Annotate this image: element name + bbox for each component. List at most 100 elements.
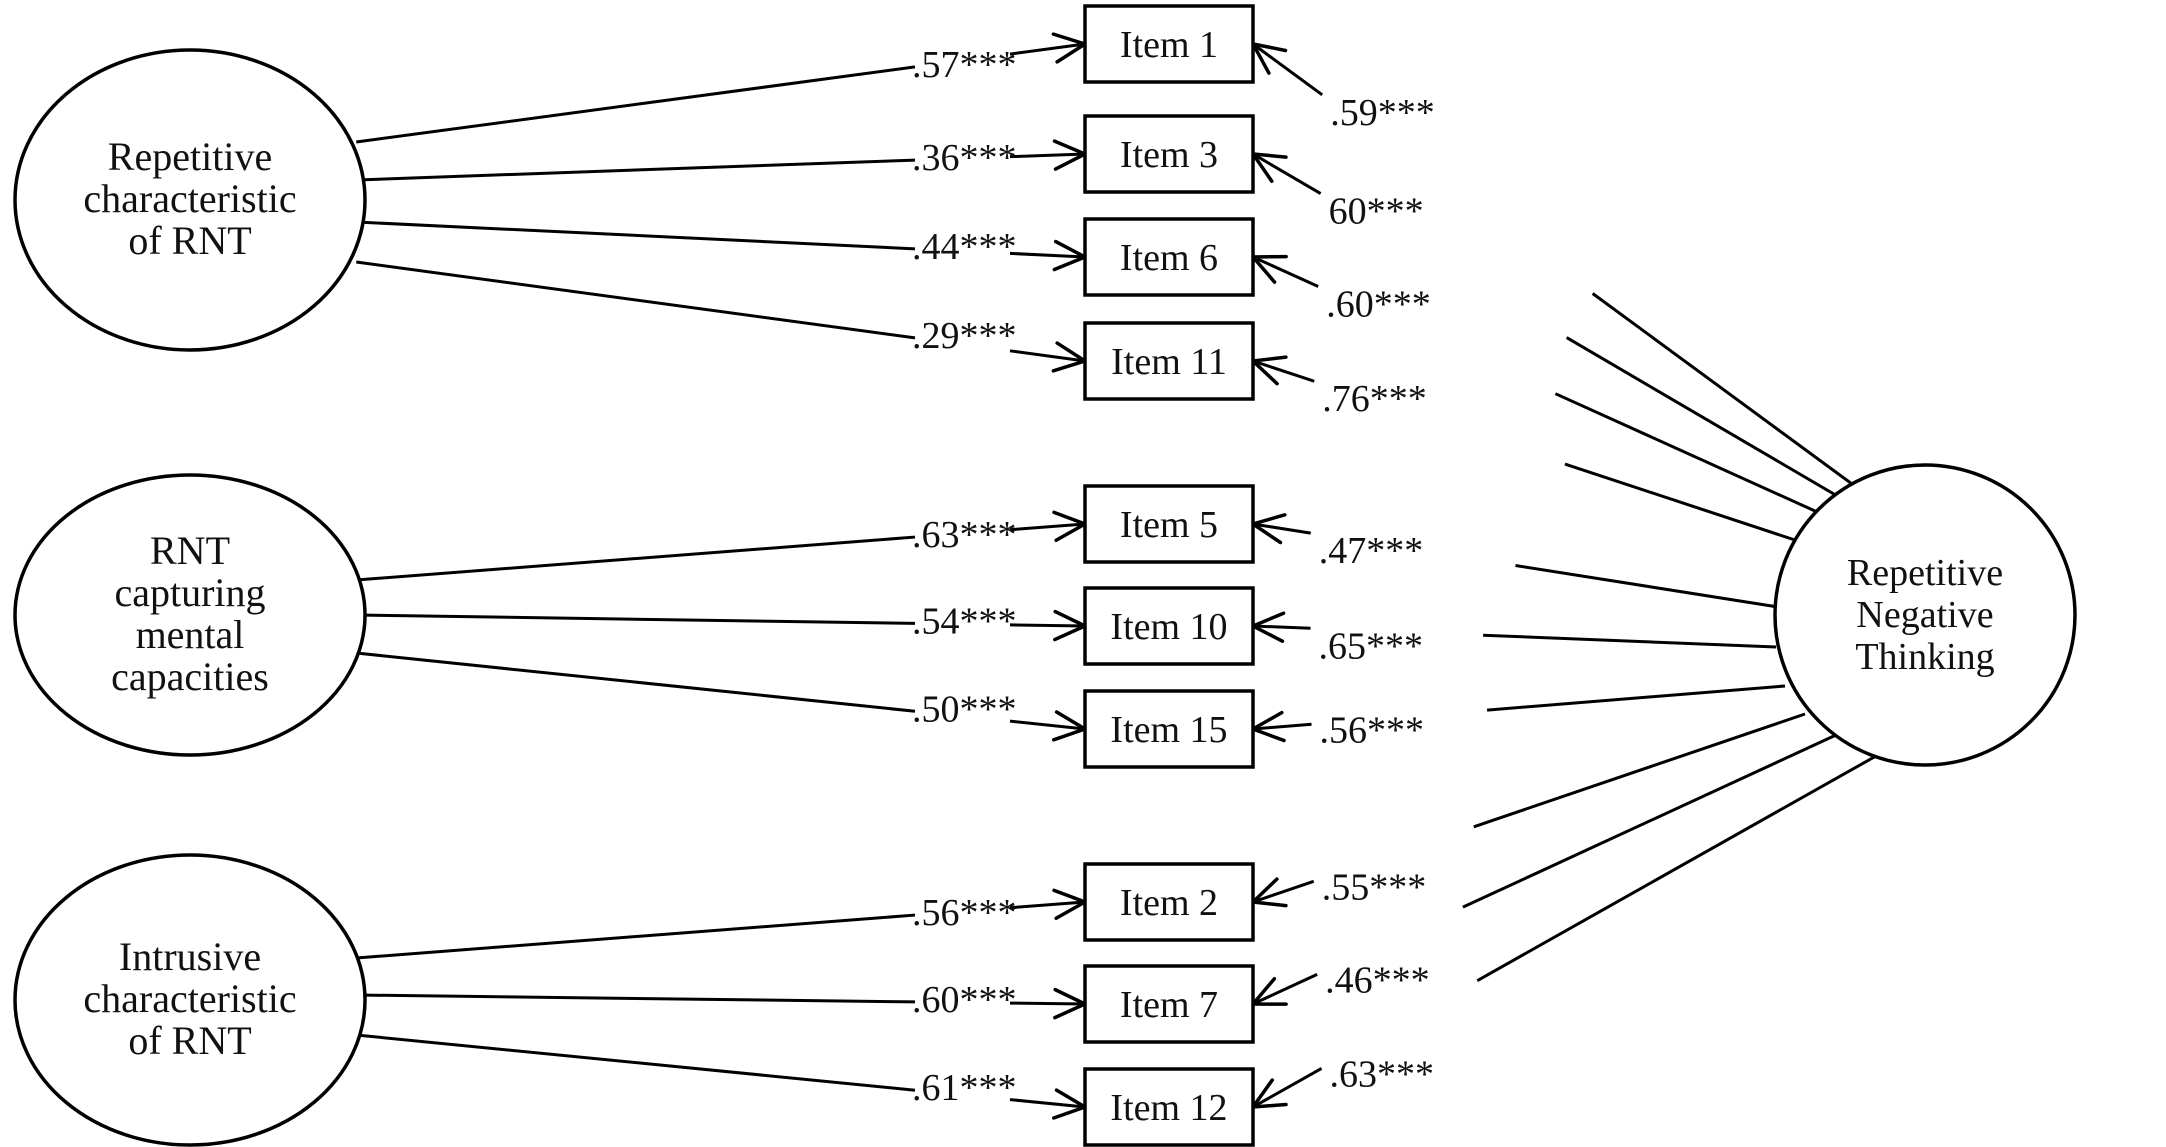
item-label: Item 2 xyxy=(1120,882,1218,924)
factor-path-arrow-segment xyxy=(1009,719,1086,731)
factor-loading-label: .61*** xyxy=(912,1067,1017,1109)
general-path xyxy=(1515,564,1779,609)
factor-loading-label: .63*** xyxy=(912,514,1017,556)
general-path xyxy=(1554,392,1847,527)
factor-path xyxy=(356,158,916,182)
factor-path-arrow-segment xyxy=(1009,349,1086,363)
item-label: Item 11 xyxy=(1111,341,1227,383)
factor-loading-label: .36*** xyxy=(912,137,1017,179)
general-factor-label-line: Thinking xyxy=(1855,636,1994,678)
factor-path xyxy=(356,260,916,340)
factor-path-arrow-segment xyxy=(1009,623,1086,628)
item-label: Item 10 xyxy=(1110,606,1227,648)
general-loading-label: .76*** xyxy=(1322,378,1427,420)
factor-label-line: of RNT xyxy=(128,218,251,263)
general-path-arrow-segment xyxy=(1252,522,1311,535)
general-path-arrow-segment xyxy=(1252,973,1318,1006)
item-label: Item 15 xyxy=(1110,709,1227,751)
general-path xyxy=(1483,633,1777,649)
general-path-arrow-segment xyxy=(1252,359,1315,383)
general-loading-label: .55*** xyxy=(1322,866,1427,908)
general-path xyxy=(1476,754,1877,982)
factor-loading-label: .57*** xyxy=(912,44,1017,86)
factor-loading-label: .44*** xyxy=(912,226,1017,268)
general-loading-label: .46*** xyxy=(1325,959,1430,1001)
factor-loading-label: .29*** xyxy=(912,315,1017,357)
factor-path-arrow-segment xyxy=(1009,1001,1086,1006)
factor-loading-label: .60*** xyxy=(912,979,1017,1021)
item-box-item-3 xyxy=(1083,114,1255,194)
general-loading-label: .59*** xyxy=(1330,92,1435,134)
general-factor-ellipse xyxy=(1773,463,2077,767)
factor-loading-label: .56*** xyxy=(912,892,1017,934)
factor-path xyxy=(356,220,916,251)
item-label: Item 12 xyxy=(1110,1087,1227,1129)
item-box-item-6 xyxy=(1083,217,1255,297)
item-box-item-10 xyxy=(1083,586,1255,666)
factor-label-line: Intrusive xyxy=(119,934,261,979)
item-box-item-15 xyxy=(1083,689,1255,769)
factor-label-line: RNT xyxy=(150,528,230,573)
factor-ellipse-repetitive-characteristic-of-rnt xyxy=(13,48,367,352)
general-path-arrow-segment xyxy=(1252,255,1319,288)
factor-label-line: capacities xyxy=(111,654,269,699)
general-path-arrow-segment xyxy=(1252,1067,1323,1109)
general-loading-label: .60*** xyxy=(1326,283,1431,325)
factor-label-line: of RNT xyxy=(128,1018,251,1063)
general-loading-label: .65*** xyxy=(1319,625,1424,667)
general-arrowhead xyxy=(1249,151,1288,183)
factor-path xyxy=(356,993,916,1004)
factor-loading-label: .50*** xyxy=(912,688,1017,730)
general-factor-label-line: Negative xyxy=(1856,594,1993,636)
general-loading-label: 60*** xyxy=(1329,191,1424,233)
general-factor-label-line: Repetitive xyxy=(1847,552,2003,594)
general-loading-label: .56*** xyxy=(1320,709,1425,751)
general-loading-label: .63*** xyxy=(1330,1053,1435,1095)
factor-path xyxy=(356,913,916,960)
general-path xyxy=(1565,336,1869,516)
item-box-item-7 xyxy=(1083,964,1255,1044)
general-path xyxy=(1486,684,1786,712)
factor-label-line: characteristic xyxy=(83,976,296,1021)
item-label: Item 5 xyxy=(1120,504,1218,546)
factor-path-arrow-segment xyxy=(1009,1098,1086,1109)
general-path-arrow-segment xyxy=(1252,722,1312,731)
factor-label-line: mental xyxy=(136,612,245,657)
item-box-item-2 xyxy=(1083,862,1255,942)
factor-label-line: Repetitive xyxy=(108,134,272,179)
item-label: Item 1 xyxy=(1120,24,1218,66)
factor-path xyxy=(356,535,916,582)
factor-path-arrow-segment xyxy=(1009,900,1086,910)
factor-path xyxy=(356,613,916,625)
item-box-item-1 xyxy=(1083,4,1255,84)
item-box-item-12 xyxy=(1083,1067,1255,1147)
factor-path-arrow-segment xyxy=(1009,251,1086,259)
item-box-item-11 xyxy=(1083,321,1255,401)
item-label: Item 3 xyxy=(1120,134,1218,176)
factor-ellipse-rnt-capturing-mental-capacities xyxy=(13,473,367,757)
item-label: Item 7 xyxy=(1120,984,1218,1026)
factor-label-line: characteristic xyxy=(83,176,296,221)
general-path-arrow-segment xyxy=(1252,152,1322,195)
factor-path-arrow-segment xyxy=(1009,152,1086,159)
general-path-arrow-segment xyxy=(1252,624,1311,630)
item-box-item-5 xyxy=(1083,484,1255,564)
factor-path xyxy=(356,1033,916,1092)
general-path xyxy=(1564,462,1811,547)
factor-path-arrow-segment xyxy=(1009,522,1086,532)
general-path xyxy=(1462,733,1837,909)
general-arrowhead xyxy=(1249,1078,1288,1110)
general-loading-label: .47*** xyxy=(1319,530,1424,572)
factor-path-arrow-segment xyxy=(1009,42,1086,56)
item-label: Item 6 xyxy=(1120,237,1218,279)
factor-label-line: capturing xyxy=(114,570,265,615)
paths-layer xyxy=(356,32,1883,1120)
factor-loading-label: .54*** xyxy=(912,600,1017,642)
general-path xyxy=(1473,712,1806,829)
